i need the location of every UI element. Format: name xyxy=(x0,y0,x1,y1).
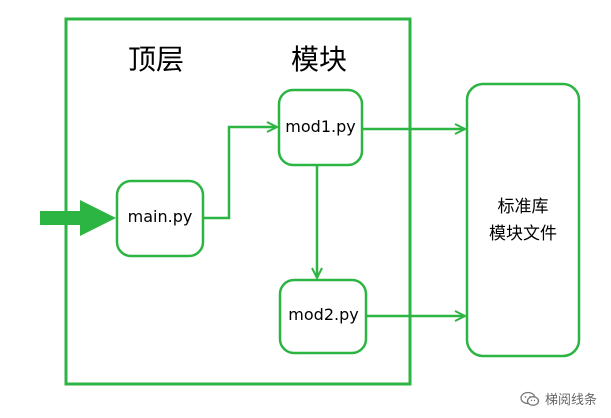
program-container xyxy=(64,17,412,386)
stdlib-label: 标准库 模块文件 xyxy=(467,194,579,248)
stdlib-label-line2: 模块文件 xyxy=(489,224,557,244)
modules-heading: 模块 xyxy=(291,43,348,76)
main-to-mod1-arrow xyxy=(203,127,277,220)
mod1-py-box[interactable] xyxy=(277,88,364,167)
watermark: 梯阅线条 xyxy=(520,389,597,408)
stdlib-box[interactable] xyxy=(465,82,581,358)
top-level-heading: 顶层 xyxy=(128,43,185,76)
mod1-py-label: mod1.py xyxy=(285,117,356,136)
watermark-text: 梯阅线条 xyxy=(544,393,597,408)
mod2-py-label: mod2.py xyxy=(288,305,359,324)
wechat-icon xyxy=(520,391,540,406)
main-py-label: main.py xyxy=(127,207,193,226)
stdlib-label-line1: 标准库 xyxy=(497,197,549,217)
entry-arrow xyxy=(40,200,116,236)
